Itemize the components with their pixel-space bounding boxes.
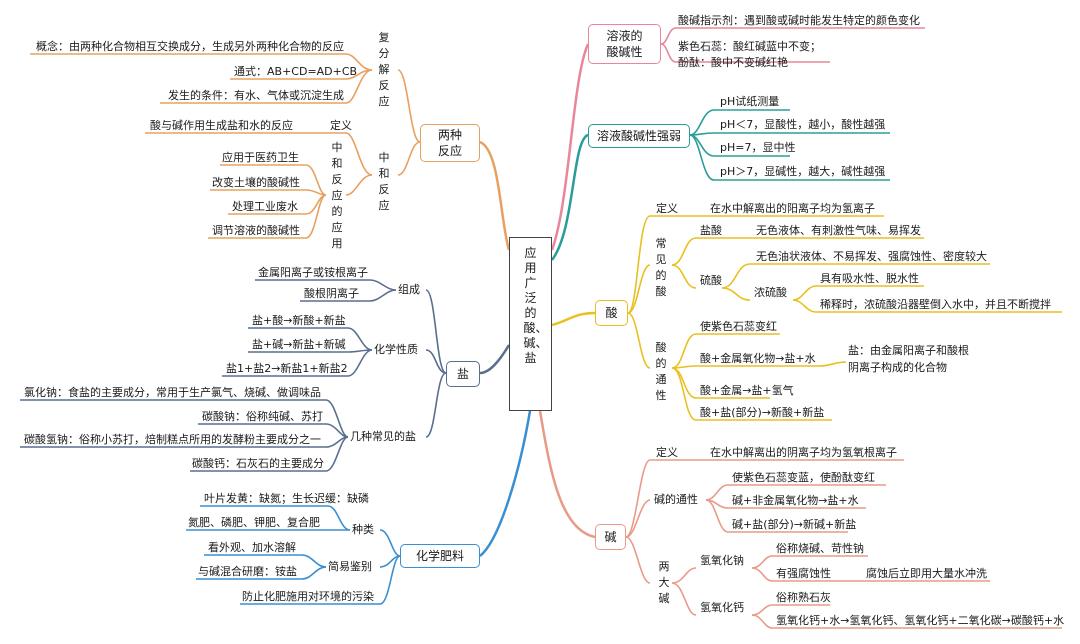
two-reactions-node: 两种 反应 [420, 124, 480, 162]
pollution-prevention-text: 防止化肥施用对环境的污染 [242, 590, 374, 603]
common-salt-2: 碳酸钠：俗称纯碱、苏打 [202, 410, 323, 423]
neutralization-app-1: 应用于医药卫生 [222, 151, 299, 164]
neutralization-app-3: 处理工业废水 [232, 200, 298, 213]
ph-paper-text: pH试纸测量 [720, 95, 780, 108]
naoh-prop1: 俗称烧碱、苛性钠 [776, 542, 864, 555]
base-common-label: 碱的通性 [654, 493, 698, 506]
simple-identification-label: 简易鉴别 [328, 560, 372, 573]
fertilizer-node: 化学肥料 [400, 544, 480, 568]
acid-common-4: 酸+盐(部分)→新酸+新盐 [700, 406, 825, 419]
composition-1: 金属阳离子或铵根离子 [258, 266, 368, 279]
neutralization-app-4: 调节溶液的酸碱性 [212, 224, 300, 237]
neutralization-app-label: 中和反应的应用 [331, 141, 343, 250]
common-salt-1: 氯化钠：食盐的主要成分，常用于生产氯气、烧碱、做调味品 [24, 386, 321, 399]
fertilizer-type-2: 氮肥、磷肥、钾肥、复合肥 [188, 516, 320, 529]
common-salt-3: 碳酸氢钠：俗称小苏打，焙制糕点所用的发酵粉主要成分之一 [24, 433, 321, 446]
neutralization-label: 中和反应 [378, 151, 390, 212]
hcl-label: 盐酸 [700, 224, 722, 237]
salt-definition-line2: 阴离子构成的化合物 [848, 361, 947, 374]
base-definition-label: 定义 [656, 446, 678, 459]
fertilizer-types-label: 种类 [352, 523, 374, 536]
base-node: 碱 [595, 524, 626, 550]
ph-lt7-text: pH＜7，显酸性，越小，酸性越强 [720, 118, 886, 131]
h2so4-label: 硫酸 [700, 274, 722, 287]
simple-id-2: 与碱混合研磨：铵盐 [198, 565, 297, 578]
salt-node: 盐 [446, 361, 480, 387]
conc-h2so4-prop2: 稀释时，浓硫酸沿器壁倒入水中，并且不断搅拌 [820, 298, 1051, 311]
acid-definition-label: 定义 [656, 202, 678, 215]
simple-id-1: 看外观、加水溶解 [208, 541, 296, 554]
conc-h2so4-prop1: 具有吸水性、脱水性 [820, 272, 919, 285]
chem-prop-1: 盐+酸→新酸+新盐 [252, 314, 346, 327]
acidity-strength-node: 溶液酸碱性强弱 [588, 124, 690, 148]
neutralization-app-2: 改变土壤的酸碱性 [212, 176, 300, 189]
naoh-label: 氢氧化钠 [700, 554, 744, 567]
two-bases-label: 两大碱 [658, 560, 670, 605]
double-decomposition-label: 复分解反应 [378, 31, 390, 108]
acid-common-1: 使紫色石蕊变红 [700, 320, 777, 333]
base-common-3: 碱+盐(部分)→新碱+新盐 [732, 518, 857, 531]
base-common-1: 使紫色石蕊变蓝，使酚酞变红 [732, 471, 875, 484]
acid-base-indicator-text: 酸碱指示剂：遇到酸或碱时能发生特定的颜色变化 [678, 14, 920, 27]
chem-prop-3: 盐1+盐2→新盐1+新盐2 [226, 362, 348, 375]
base-definition-text: 在水中解离出的阴离子均为氢氧根离子 [710, 446, 897, 459]
litmus-text: 紫色石蕊：酸红碱蓝中不变； [678, 40, 821, 53]
dd-concept-text: 概念：由两种化合物相互交换成分，生成另外两种化合物的反应 [36, 40, 344, 53]
acid-common-props-label: 酸的通性 [655, 341, 667, 402]
acid-common-2: 酸+金属氧化物→盐+水 [700, 352, 816, 365]
common-acid-label: 常见的酸 [655, 237, 667, 298]
acid-node: 酸 [595, 300, 628, 326]
common-salt-4: 碳酸钙：石灰石的主要成分 [192, 457, 324, 470]
naoh-prop3: 腐蚀后立即用大量水冲洗 [866, 567, 987, 580]
phenolphthalein-text: 酚酞：酸中不变碱红艳 [678, 56, 788, 69]
neutralization-def-label: 定义 [330, 119, 352, 132]
salt-definition-line1: 盐：由金属阳离子和酸根 [848, 344, 969, 357]
dd-formula-text: 通式：AB+CD=AD+CB [234, 65, 358, 78]
caoh-prop2: 氢氧化钙+水→氢氧化钙、氢氧化钙+二氧化碳→碳酸钙+水 [776, 614, 1065, 627]
acid-definition-text: 在水中解离出的阳离子均为氢离子 [710, 202, 875, 215]
acid-common-3: 酸+金属→盐+氢气 [700, 384, 794, 397]
chemical-properties-label: 化学性质 [374, 343, 418, 356]
ph-gt7-text: pH＞7，显碱性，越大，碱性越强 [720, 165, 886, 178]
dd-condition-text: 发生的条件：有水、气体或沉淀生成 [168, 89, 344, 102]
central-topic-label: 应用广泛的酸、碱、盐 [523, 246, 548, 365]
fertilizer-type-1: 叶片发黄：缺氮；生长迟缓：缺磷 [204, 492, 369, 505]
hcl-properties: 无色液体、有刺激性气味、易挥发 [756, 224, 921, 237]
chem-prop-2: 盐+碱→新盐+新碱 [252, 338, 346, 351]
caoh-prop1: 俗称熟石灰 [776, 591, 831, 604]
composition-2: 酸根阴离子 [304, 287, 359, 300]
central-topic: 应用广泛的酸、碱、盐 [509, 237, 552, 411]
naoh-prop2: 有强腐蚀性 [776, 567, 831, 580]
ph-eq7-text: pH=7，显中性 [720, 141, 796, 154]
base-common-2: 碱+非金属氧化物→盐+水 [732, 494, 859, 507]
composition-label: 组成 [398, 283, 420, 296]
neutralization-def-text: 酸与碱作用生成盐和水的反应 [150, 119, 293, 132]
caoh-label: 氢氧化钙 [700, 601, 744, 614]
conc-h2so4-label: 浓硫酸 [754, 286, 787, 299]
solution-acidity-node: 溶液的 酸碱性 [588, 24, 661, 64]
h2so4-properties: 无色油状液体、不易挥发、强腐蚀性、密度较大 [756, 250, 987, 263]
common-salts-label: 几种常见的盐 [350, 430, 416, 443]
